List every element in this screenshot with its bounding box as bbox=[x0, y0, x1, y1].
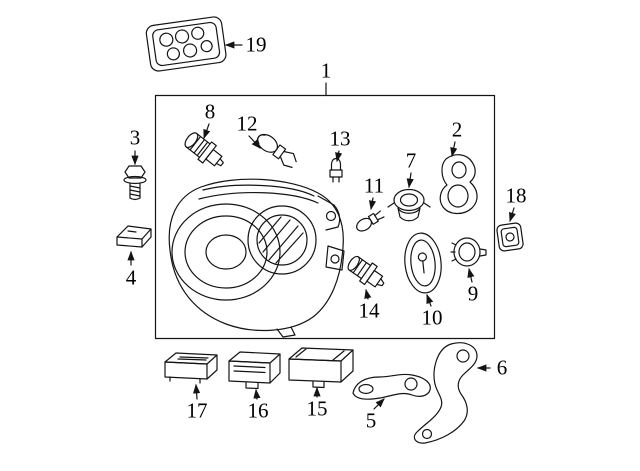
callout-19: 19 bbox=[245, 32, 267, 57]
arrow-12 bbox=[248, 135, 261, 149]
headlamp-bulb-drawing bbox=[256, 133, 297, 168]
callout-9: 9 bbox=[467, 281, 479, 306]
clip-drawing bbox=[116, 225, 152, 248]
callout-7: 7 bbox=[405, 148, 417, 173]
arrow-14 bbox=[364, 288, 372, 300]
callout-17: 17 bbox=[186, 398, 208, 423]
arrow-16 bbox=[253, 388, 261, 400]
arrow-10 bbox=[426, 293, 434, 307]
callout-2: 2 bbox=[451, 117, 463, 142]
side-bracket-drawing bbox=[413, 342, 478, 444]
callout-6: 6 bbox=[496, 355, 508, 380]
adjuster-drawing bbox=[450, 237, 487, 267]
seal-cover-drawing bbox=[404, 232, 442, 294]
arrow-5 bbox=[373, 398, 385, 410]
lower-bracket-drawing bbox=[352, 373, 431, 400]
small-bulb-drawing bbox=[356, 210, 385, 232]
callout-arrows bbox=[127, 41, 516, 410]
bulb-access-cover-drawing bbox=[145, 16, 227, 72]
igniter-module-drawing bbox=[228, 351, 281, 390]
arrow-2 bbox=[450, 141, 458, 158]
arrow-18 bbox=[509, 207, 516, 223]
wedge-bulb-drawing bbox=[329, 157, 343, 183]
bulb-connector-drawing bbox=[347, 255, 385, 288]
bulb-socket-drawing bbox=[387, 188, 431, 222]
callout-16: 16 bbox=[247, 398, 269, 423]
callout-18: 18 bbox=[505, 183, 527, 208]
headlamp-assembly-drawing bbox=[168, 178, 345, 338]
arrow-17 bbox=[193, 383, 201, 400]
bolt-drawing bbox=[123, 165, 147, 201]
grommet-drawing bbox=[496, 222, 524, 252]
assembly-boundary-box bbox=[154, 94, 496, 340]
callout-3: 3 bbox=[129, 125, 141, 150]
callout-13: 13 bbox=[329, 126, 351, 151]
retaining-cap-drawing bbox=[439, 154, 478, 215]
bulb-holder-drawing bbox=[184, 132, 224, 167]
callout-11: 11 bbox=[363, 173, 385, 198]
ballast-module-drawing bbox=[164, 352, 218, 384]
callout-5: 5 bbox=[365, 408, 377, 433]
arrow-9 bbox=[467, 267, 475, 283]
control-module-drawing bbox=[288, 347, 354, 389]
arrow-8 bbox=[203, 123, 211, 140]
callout-10: 10 bbox=[421, 305, 443, 330]
arrow-7 bbox=[406, 172, 414, 189]
callout-4: 4 bbox=[125, 265, 137, 290]
arrow-11 bbox=[368, 197, 377, 211]
callout-14: 14 bbox=[358, 298, 380, 323]
callout-15: 15 bbox=[306, 396, 328, 421]
callout-8: 8 bbox=[204, 99, 216, 124]
callout-12: 12 bbox=[236, 111, 258, 136]
callout-1: 1 bbox=[320, 58, 332, 83]
